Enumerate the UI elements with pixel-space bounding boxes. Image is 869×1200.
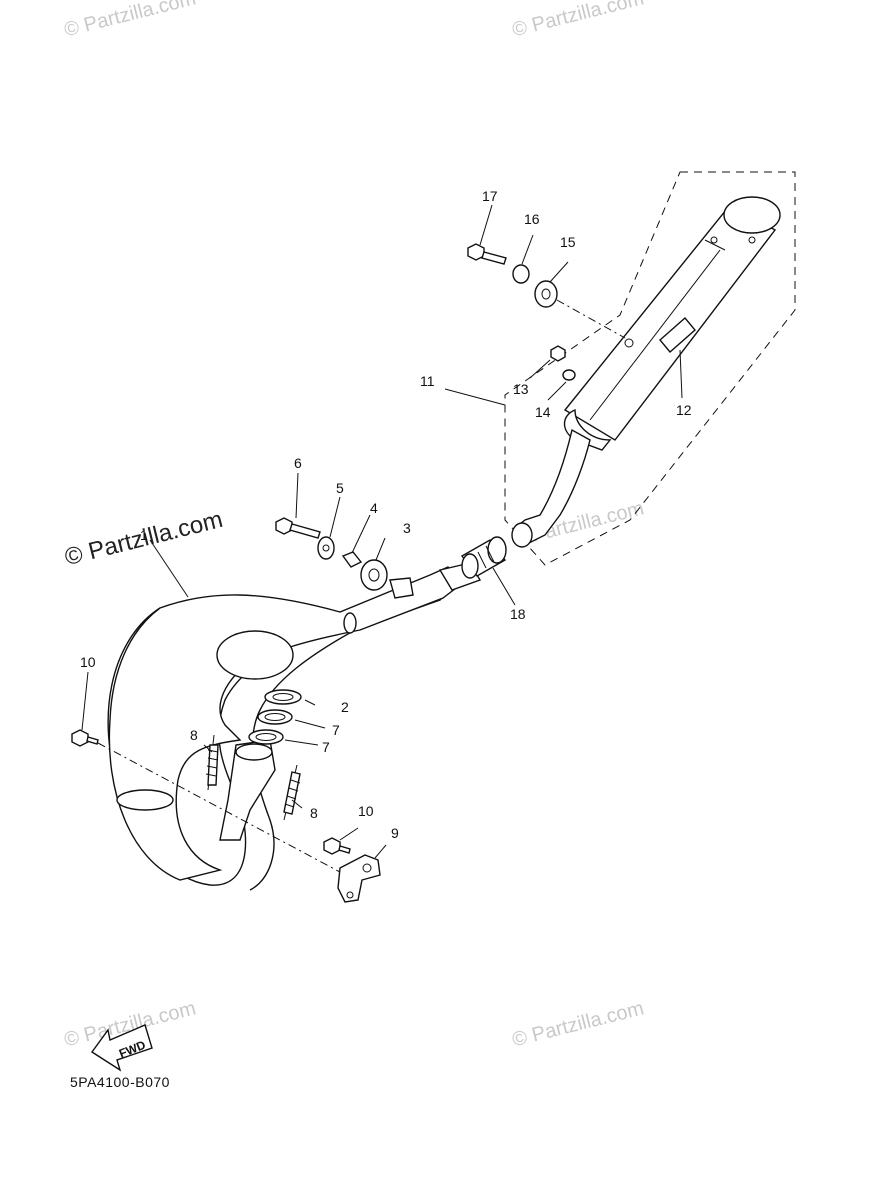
- callout-8b: 8: [310, 805, 318, 821]
- bolt-6: [275, 517, 321, 539]
- callout-7b: 7: [322, 739, 330, 755]
- callout-10a: 10: [80, 654, 96, 670]
- bracket-9: [337, 854, 381, 903]
- callout-10b: 10: [358, 803, 374, 819]
- gasket-2: [264, 689, 302, 705]
- callout-18: 18: [510, 606, 526, 622]
- callout-17: 17: [482, 188, 498, 204]
- callout-4: 4: [370, 500, 378, 516]
- callout-14: 14: [535, 404, 551, 420]
- washer-5: [317, 536, 335, 560]
- bolt-10-left: [71, 729, 99, 747]
- bolt-10-right: [323, 837, 351, 855]
- grommet-3: [360, 559, 388, 591]
- bolt-13: [550, 345, 566, 362]
- callout-15: 15: [560, 234, 576, 250]
- callout-6: 6: [294, 455, 302, 471]
- callout-7a: 7: [332, 722, 340, 738]
- callout-2: 2: [341, 699, 349, 715]
- fwd-arrow-icon: FWD: [90, 1024, 153, 1072]
- joint-18: [460, 536, 507, 579]
- muffler-11: [511, 196, 781, 548]
- o-ring-7-upper: [257, 709, 293, 725]
- callout-1: 1: [140, 527, 148, 543]
- collar-16: [512, 264, 530, 284]
- callout-8a: 8: [190, 727, 198, 743]
- washer-14: [562, 369, 576, 381]
- o-ring-7-lower: [248, 729, 284, 745]
- spring-8-left: [205, 734, 219, 791]
- callout-11: 11: [420, 373, 435, 389]
- drawing-code: 5PA4100-B070: [70, 1074, 170, 1090]
- spring-8-right: [283, 764, 301, 821]
- callout-9: 9: [391, 825, 399, 841]
- grommet-15: [534, 280, 558, 308]
- callout-3: 3: [403, 520, 411, 536]
- callout-13: 13: [513, 381, 529, 397]
- muffler-group-boundary: [504, 171, 796, 566]
- leader-lines: [81, 204, 683, 859]
- collar-4: [341, 551, 363, 568]
- bolt-17: [467, 243, 507, 265]
- callout-12: 12: [676, 402, 692, 418]
- callout-16: 16: [524, 211, 540, 227]
- callout-5: 5: [336, 480, 344, 496]
- exhaust-pipe: [107, 562, 482, 891]
